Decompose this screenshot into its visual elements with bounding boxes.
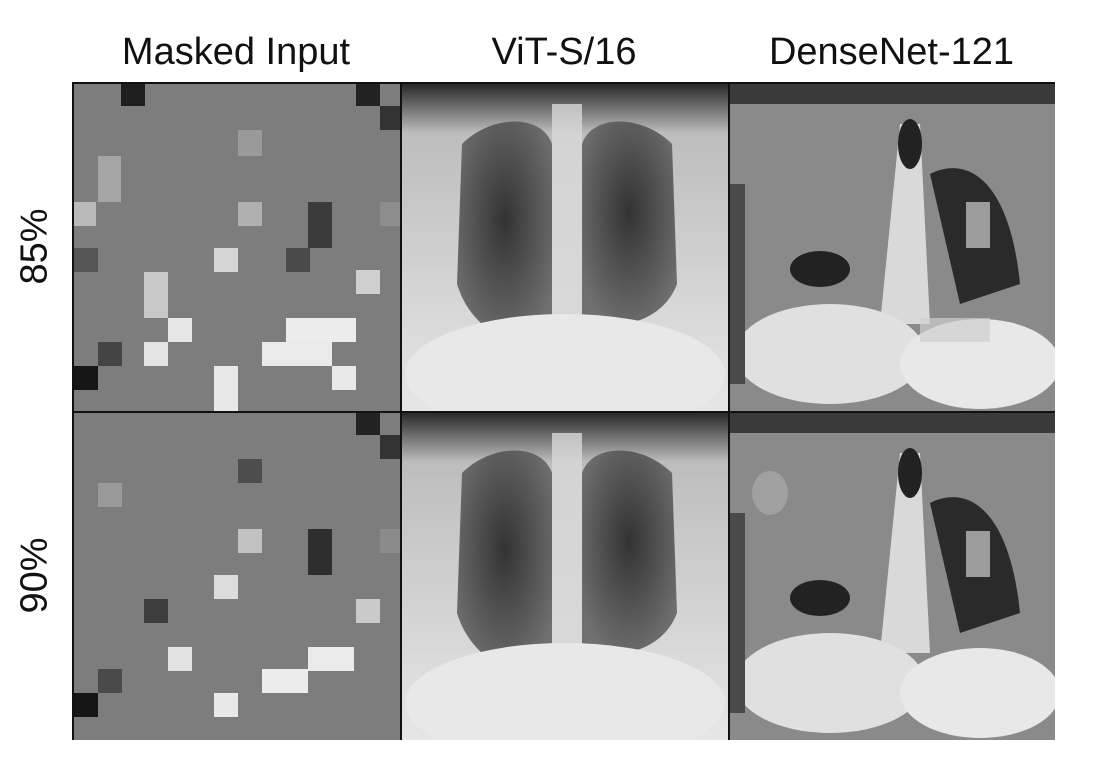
vit-reconstruction-85 xyxy=(402,84,728,411)
vit-xray-90-image xyxy=(402,413,728,740)
densenet-xray-90-image xyxy=(730,413,1055,740)
densenet-reconstruction-85 xyxy=(730,84,1055,411)
masked-input-85 xyxy=(74,84,400,411)
column-header-masked-input: Masked Input xyxy=(121,30,351,73)
row-label-90: 90% xyxy=(13,537,56,614)
image-grid xyxy=(72,82,1055,740)
masked-input-90-image xyxy=(74,413,400,740)
column-header-vit: ViT-S/16 xyxy=(491,30,637,73)
vit-xray-85-image xyxy=(402,84,728,411)
row-label-85: 85% xyxy=(13,208,56,285)
masked-input-85-image xyxy=(74,84,400,411)
masked-input-90 xyxy=(74,413,400,740)
densenet-xray-85-image xyxy=(730,84,1055,411)
column-header-densenet: DenseNet-121 xyxy=(768,30,1015,73)
grid-divider-horizontal xyxy=(74,411,1053,413)
densenet-reconstruction-90 xyxy=(730,413,1055,740)
vit-reconstruction-90 xyxy=(402,413,728,740)
